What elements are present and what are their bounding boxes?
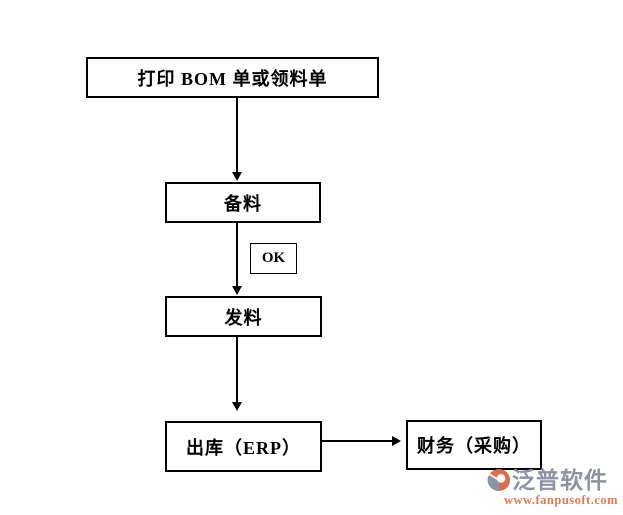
arrow-line	[322, 440, 392, 442]
node-print-bom: 打印 BOM 单或领料单	[86, 57, 379, 98]
arrow-right-head-icon	[392, 436, 401, 446]
node-issue-material: 发料	[165, 296, 322, 337]
fanpu-logo-icon	[487, 468, 511, 492]
node-stock-out-erp: 出库（ERP）	[165, 421, 322, 472]
node-finance-purchase: 财务（采购）	[406, 420, 542, 470]
node-print-bom-label: 打印 BOM 单或领料单	[137, 68, 328, 89]
arrow-line	[236, 223, 238, 286]
node-prepare-material-label: 备料	[224, 193, 262, 214]
node-issue-material-label: 发料	[224, 307, 263, 328]
arrow-down-head-icon	[232, 286, 242, 295]
fanpu-watermark: 泛普软件 www.fanpusoft.com	[487, 468, 618, 507]
node-finance-purchase-label: 财务（采购）	[417, 436, 531, 456]
arrow-line	[236, 337, 238, 402]
node-ok-flag-label: OK	[261, 250, 286, 266]
fanpu-url-text: www.fanpusoft.com	[504, 493, 619, 507]
node-stock-out-erp-label: 出库（ERP）	[186, 437, 301, 458]
fanpu-brand-text: 泛普软件	[512, 466, 608, 493]
node-prepare-material: 备料	[165, 182, 321, 223]
arrow-down-head-icon	[232, 172, 242, 181]
arrow-line	[236, 98, 238, 172]
node-ok-flag: OK	[250, 243, 297, 274]
fanpu-logo-row: 泛普软件	[487, 468, 618, 492]
arrow-down-head-icon	[232, 402, 242, 411]
